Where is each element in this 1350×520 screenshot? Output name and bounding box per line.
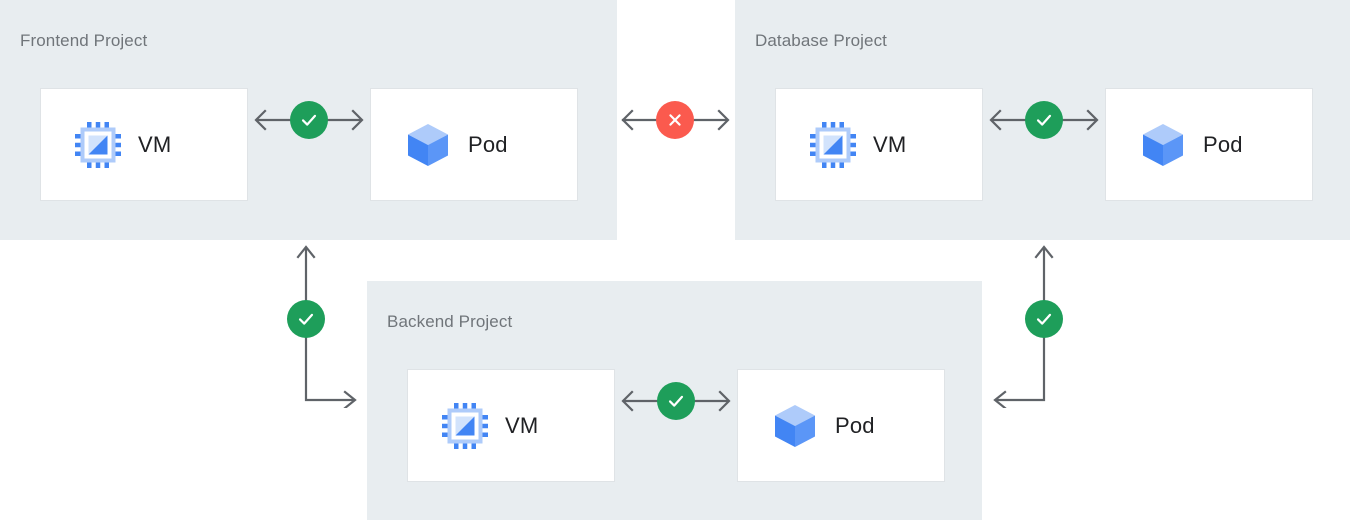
connector-database-internal <box>983 96 1105 144</box>
check-circle-icon <box>1036 313 1052 325</box>
check-circle-icon <box>298 313 314 325</box>
resource-label-frontend-pod: Pod <box>468 131 508 157</box>
connector-arrow-bidirectional <box>254 109 364 131</box>
project-panel-backend: Backend Project VM <box>367 281 982 520</box>
check-circle-icon <box>1036 114 1052 126</box>
resource-label-frontend-vm: VM <box>138 131 172 157</box>
status-badge-allowed[interactable] <box>657 382 695 420</box>
resource-label-backend-pod: Pod <box>835 412 875 438</box>
pod-cube-icon <box>408 123 448 166</box>
status-badge-allowed[interactable] <box>290 101 328 139</box>
vm-chip-icon <box>442 402 488 449</box>
panel-title-backend: Backend Project <box>387 312 513 331</box>
x-circle-icon <box>669 114 681 126</box>
panel-title-frontend: Frontend Project <box>20 31 148 50</box>
resource-card-database-vm[interactable]: VM <box>775 88 983 201</box>
vm-chip-icon <box>810 121 856 168</box>
resource-card-backend-vm[interactable]: VM <box>407 369 615 482</box>
connector-frontend-database <box>613 96 737 144</box>
panel-title-database: Database Project <box>755 31 888 50</box>
project-panel-database: Database Project VM <box>735 0 1350 240</box>
vm-chip-icon <box>75 121 121 168</box>
connector-arrow-bidirectional <box>989 109 1099 131</box>
resource-label-database-vm: VM <box>873 131 907 157</box>
connector-arrow-elbow <box>993 245 1054 410</box>
status-badge-allowed[interactable] <box>1025 300 1063 338</box>
pod-cube-icon <box>775 404 815 447</box>
connector-frontend-internal <box>248 96 370 144</box>
status-badge-allowed[interactable] <box>287 300 325 338</box>
status-badge-allowed[interactable] <box>1025 101 1063 139</box>
status-badge-blocked[interactable] <box>656 101 694 139</box>
connector-backend-database <box>980 238 1070 410</box>
resource-card-frontend-vm[interactable]: VM <box>40 88 248 201</box>
check-circle-icon <box>301 114 317 126</box>
project-panel-frontend: Frontend Project VM <box>0 0 617 240</box>
resource-card-backend-pod[interactable]: Pod <box>737 369 945 482</box>
connector-arrow-bidirectional <box>621 109 730 131</box>
resource-label-backend-vm: VM <box>505 412 539 438</box>
resource-card-frontend-pod[interactable]: Pod <box>370 88 578 201</box>
check-circle-icon <box>668 395 684 407</box>
connector-arrow-bidirectional <box>621 390 731 412</box>
connector-backend-frontend <box>280 238 370 410</box>
connector-backend-internal <box>615 377 737 425</box>
resource-card-database-pod[interactable]: Pod <box>1105 88 1313 201</box>
pod-cube-icon <box>1143 123 1183 166</box>
resource-label-database-pod: Pod <box>1203 131 1243 157</box>
connector-arrow-elbow <box>296 245 357 410</box>
